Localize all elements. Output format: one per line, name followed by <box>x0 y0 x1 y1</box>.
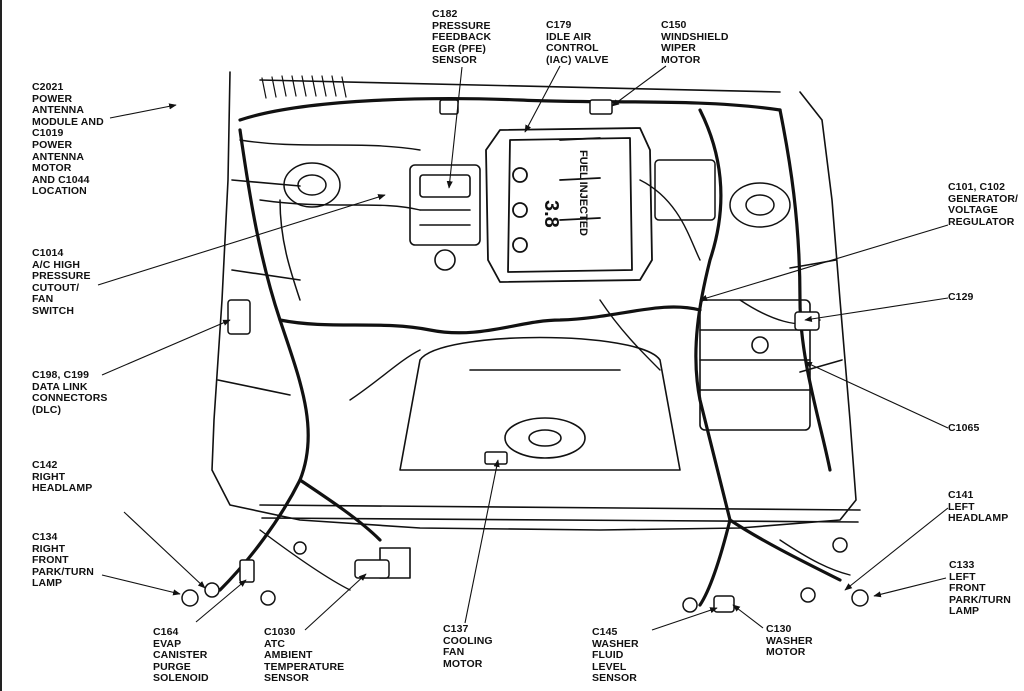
throttle-body <box>409 164 481 271</box>
engine-compartment: 3.8 FUEL INJECTED <box>181 71 869 613</box>
leader-lines <box>97 65 949 631</box>
radiator-shroud <box>399 336 681 471</box>
body-outline <box>211 71 857 531</box>
connectors <box>181 99 869 613</box>
right-strut-tower <box>279 162 341 301</box>
label-c129: C129 <box>948 291 974 303</box>
cowl-grille <box>261 75 347 99</box>
left-strut-tower <box>654 159 791 228</box>
frame-edge <box>0 0 2 691</box>
battery-area <box>699 299 811 431</box>
label-c1065: C1065 <box>948 422 980 434</box>
engine-displacement-mark: 3.8 <box>540 200 562 228</box>
engine-fuel-injected-mark: FUEL INJECTED <box>577 150 589 236</box>
wiring-harness <box>218 97 842 607</box>
intake-plenum <box>485 127 653 283</box>
